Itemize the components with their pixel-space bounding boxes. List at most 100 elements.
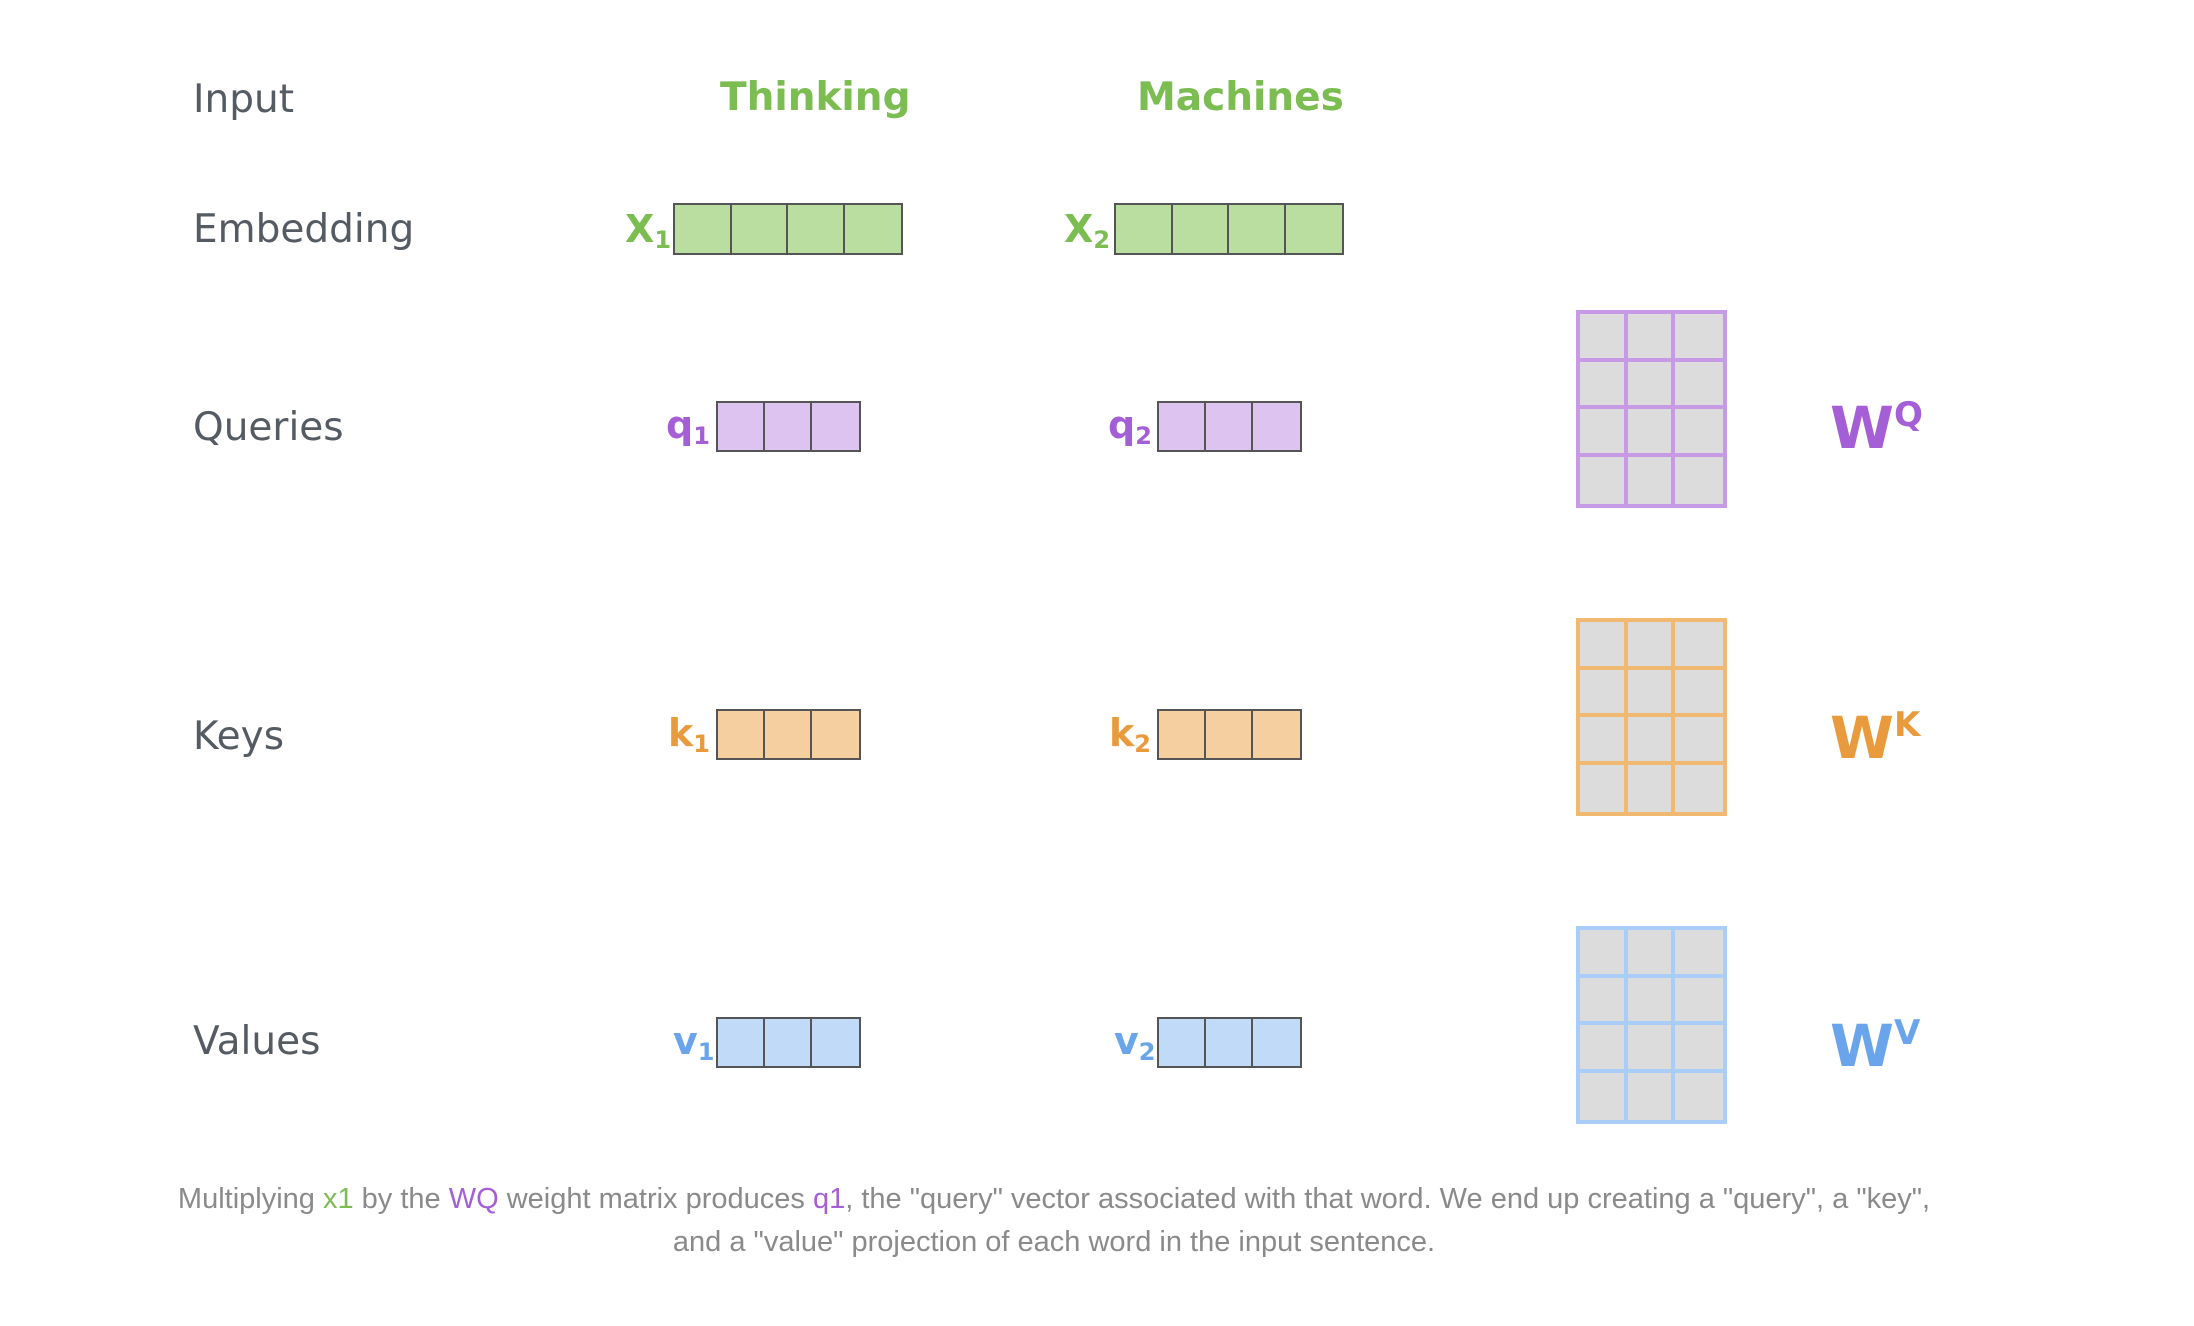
v1-value-vector xyxy=(716,1017,861,1068)
v2-label: v2 xyxy=(1114,1019,1156,1066)
matrix-cell xyxy=(1675,622,1723,670)
q2-label: q2 xyxy=(1108,403,1152,450)
word-thinking: Thinking xyxy=(720,75,911,120)
vector-cell xyxy=(1206,1019,1253,1066)
matrix-cell xyxy=(1627,361,1676,409)
caption-wq: WQ xyxy=(448,1183,499,1215)
matrix-cell xyxy=(1580,764,1628,812)
vector-cell xyxy=(1253,711,1300,758)
matrix-cell xyxy=(1675,362,1723,409)
x2-embedding-vector xyxy=(1114,203,1344,255)
caption-x1: x1 xyxy=(322,1183,354,1215)
vector-cell xyxy=(718,711,765,758)
vector-cell xyxy=(1229,205,1286,253)
matrix-cell xyxy=(1627,977,1676,1025)
row-label-keys: Keys xyxy=(193,714,285,759)
wq-weight-matrix xyxy=(1576,310,1727,508)
x1-embedding-vector xyxy=(673,203,903,255)
matrix-cell xyxy=(1627,314,1676,362)
matrix-cell xyxy=(1675,314,1723,362)
k1-label: k1 xyxy=(668,711,710,758)
vector-cell xyxy=(718,1019,765,1066)
k2-key-vector xyxy=(1157,709,1302,760)
row-label-queries: Queries xyxy=(193,405,344,450)
vector-cell xyxy=(812,1019,859,1066)
matrix-cell xyxy=(1627,930,1676,978)
caption-text: , the "query" vector associated with tha… xyxy=(845,1183,1931,1215)
matrix-cell xyxy=(1580,1025,1628,1073)
matrix-cell xyxy=(1580,669,1628,717)
matrix-cell xyxy=(1628,764,1676,812)
matrix-cell xyxy=(1627,669,1676,717)
vector-cell xyxy=(675,205,732,253)
row-label-input: Input xyxy=(193,77,294,122)
caption-line-1: Multiplying x1 by the WQ weight matrix p… xyxy=(0,1178,2108,1221)
q1-label: q1 xyxy=(666,403,710,450)
vector-cell xyxy=(1173,205,1229,253)
x1-label: X1 xyxy=(625,207,672,254)
matrix-cell xyxy=(1675,1025,1723,1073)
matrix-cell xyxy=(1627,717,1676,765)
matrix-cell xyxy=(1580,314,1628,362)
caption-text: weight matrix produces xyxy=(498,1183,813,1215)
v2-value-vector xyxy=(1157,1017,1302,1068)
vector-cell xyxy=(1159,711,1206,758)
wk-label: WK xyxy=(1830,704,1921,772)
matrix-cell xyxy=(1580,1072,1628,1120)
vector-cell xyxy=(1206,711,1253,758)
x2-label: X2 xyxy=(1064,207,1111,254)
wv-weight-matrix xyxy=(1576,926,1727,1124)
matrix-cell xyxy=(1580,717,1628,765)
k1-key-vector xyxy=(716,709,861,760)
k2-label: k2 xyxy=(1109,711,1151,758)
q1-query-vector xyxy=(716,401,861,452)
matrix-cell xyxy=(1675,670,1723,717)
figure-caption: Multiplying x1 by the WQ weight matrix p… xyxy=(0,1178,2108,1264)
vector-cell xyxy=(1253,1019,1300,1066)
matrix-cell xyxy=(1627,409,1676,457)
matrix-cell xyxy=(1675,765,1723,813)
matrix-cell xyxy=(1627,622,1676,670)
matrix-cell xyxy=(1580,456,1628,504)
vector-cell xyxy=(1206,403,1253,450)
row-label-values: Values xyxy=(193,1019,321,1064)
wk-weight-matrix xyxy=(1576,618,1727,816)
q2-query-vector xyxy=(1157,401,1302,452)
caption-line-2: and a "value" projection of each word in… xyxy=(672,1226,1436,1258)
vector-cell xyxy=(1116,205,1173,253)
matrix-cell xyxy=(1675,930,1723,978)
vector-cell xyxy=(1159,403,1206,450)
caption-text: by the xyxy=(353,1183,449,1215)
vector-cell xyxy=(765,1019,812,1066)
matrix-cell xyxy=(1675,409,1723,457)
matrix-cell xyxy=(1675,717,1723,765)
word-machines: Machines xyxy=(1137,75,1344,120)
matrix-cell xyxy=(1628,456,1676,504)
matrix-cell xyxy=(1580,930,1628,978)
row-label-embedding: Embedding xyxy=(193,207,415,252)
matrix-cell xyxy=(1580,409,1628,457)
matrix-cell xyxy=(1675,457,1723,505)
wv-label: WV xyxy=(1830,1012,1921,1080)
matrix-cell xyxy=(1675,978,1723,1025)
vector-cell xyxy=(1253,403,1300,450)
matrix-cell xyxy=(1580,977,1628,1025)
vector-cell xyxy=(845,205,902,253)
vector-cell xyxy=(812,711,859,758)
wq-label: WQ xyxy=(1830,394,1923,462)
vector-cell xyxy=(765,403,812,450)
matrix-cell xyxy=(1627,1025,1676,1073)
matrix-cell xyxy=(1580,361,1628,409)
vector-cell xyxy=(732,205,788,253)
vector-cell xyxy=(765,711,812,758)
vector-cell xyxy=(812,403,859,450)
v1-label: v1 xyxy=(673,1019,715,1066)
matrix-cell xyxy=(1628,1072,1676,1120)
vector-cell xyxy=(718,403,765,450)
caption-q1: q1 xyxy=(812,1183,846,1215)
vector-cell xyxy=(788,205,845,253)
vector-cell xyxy=(1159,1019,1206,1066)
matrix-cell xyxy=(1580,622,1628,670)
vector-cell xyxy=(1286,205,1343,253)
matrix-cell xyxy=(1675,1073,1723,1121)
